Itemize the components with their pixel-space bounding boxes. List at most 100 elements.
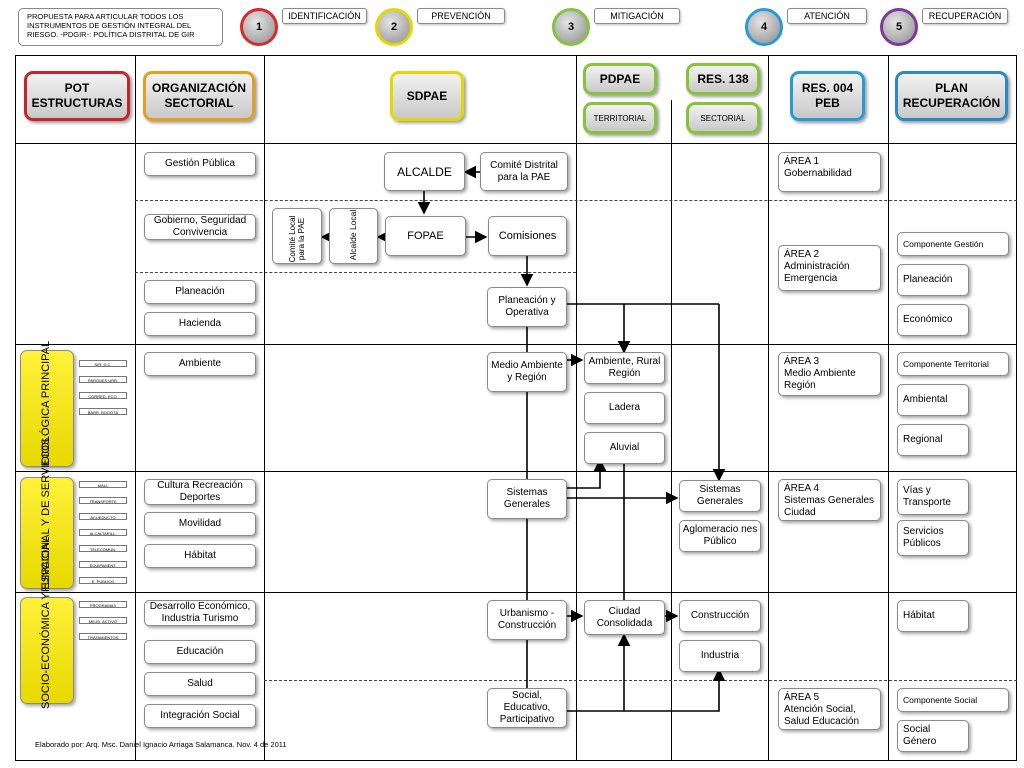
header-res004: RES. 004 PEB bbox=[790, 71, 865, 121]
plan-componente-gestion: Componente Gestión bbox=[897, 232, 1009, 256]
phase-1-circle: 1 bbox=[240, 8, 278, 46]
grid-frame bbox=[15, 55, 1017, 761]
org-item: Desarrollo Económico, Industria Turismo bbox=[144, 600, 256, 626]
sdpae-medio: Medio Ambiente y Región bbox=[487, 352, 567, 392]
header-plan: PLAN RECUPERACIÓN bbox=[895, 71, 1008, 121]
pot-ecologica bbox=[20, 350, 74, 467]
sdpae-comisiones: Comisiones bbox=[488, 216, 567, 256]
pot-mini-item: TRATAMIENTOS bbox=[79, 633, 127, 640]
phase-2-circle: 2 bbox=[375, 8, 413, 46]
pot-mini-item: ALCALTARILL. bbox=[79, 529, 127, 536]
header-pdpae: PDPAE bbox=[583, 63, 657, 95]
phase-2-tag: PREVENCIÓN bbox=[417, 8, 505, 24]
plan-economico: Económico bbox=[897, 304, 969, 336]
title-text: PROPUESTA PARA ARTICULAR TODOS LOS INSTR… bbox=[27, 12, 195, 39]
plan-componente-social: Componente Social bbox=[897, 688, 1009, 712]
sdpae-urbanismo: Urbanismo - Construcción bbox=[487, 600, 567, 640]
phase-3-circle: 3 bbox=[552, 8, 590, 46]
pot-socio bbox=[20, 597, 74, 704]
phase-5-tag: RECUPERACIÓN bbox=[922, 8, 1008, 24]
pot-mini-item: EQUIPAMENT. bbox=[79, 561, 127, 568]
plan-habitat: Hábitat bbox=[897, 600, 969, 632]
sdpae-comite-distrital: Comité Distrital para la PAE bbox=[480, 152, 568, 191]
org-item: Cultura Recreación Deportes bbox=[144, 479, 256, 505]
phase-4-tag: ATENCIÓN bbox=[787, 8, 867, 24]
org-item: Educación bbox=[144, 640, 256, 664]
footer-credit: Elaborado por: Arq. Msc. Daniel Ignacio … bbox=[35, 740, 287, 749]
dashed-sep bbox=[264, 680, 1017, 681]
pot-mini-item: PROGRAMAS bbox=[79, 601, 127, 608]
plan-servicios: Servicios Públicos bbox=[897, 520, 969, 556]
header-pot: POT ESTRUCTURAS bbox=[24, 71, 130, 121]
col-sep bbox=[264, 55, 265, 761]
sdpae-planeacion: Planeación y Operativa bbox=[487, 287, 567, 327]
phase-5-circle: 5 bbox=[880, 8, 918, 46]
row-sep bbox=[15, 471, 1017, 472]
pot-mini-item: MEJO. ACTIVO bbox=[79, 617, 127, 624]
row-sep bbox=[15, 592, 1017, 593]
org-item: Planeación bbox=[144, 280, 256, 304]
org-item: Gobierno, Seguridad Convivencia bbox=[144, 214, 256, 240]
res138-sistemas: Sistemas Generales bbox=[679, 480, 761, 512]
plan-regional: Regional bbox=[897, 424, 969, 456]
header-org: ORGANIZACIÓN SECTORIAL bbox=[143, 71, 255, 121]
sdpae-sistemas: Sistemas Generales bbox=[487, 479, 567, 519]
col-sep bbox=[888, 55, 889, 761]
pot-mini-item: TELECOMUN. bbox=[79, 545, 127, 552]
sdpae-fopae: FOPAE bbox=[385, 216, 466, 256]
header-sdpae: SDPAE bbox=[390, 71, 464, 121]
sdpae-alcalde: ALCALDE bbox=[384, 152, 465, 191]
col-sep bbox=[135, 55, 136, 761]
sdpae-comite-local-label: Comité Local para la PAE bbox=[288, 215, 306, 263]
pdpae-ciudad: Ciudad Consolidada bbox=[584, 600, 665, 635]
sdpae-comite-local bbox=[272, 208, 322, 264]
col-sep bbox=[768, 55, 769, 761]
pot-mini-item: SIR. D.C. bbox=[79, 360, 127, 367]
res138-aglomeraciones: Aglomeracio nes Público bbox=[679, 520, 761, 552]
phase-3-tag: MITIGACIÓN bbox=[594, 8, 680, 24]
sdpae-social: Social, Educativo, Participativo bbox=[487, 688, 567, 728]
title-box: PROPUESTA PARA ARTICULAR TODOS LOS INSTR… bbox=[18, 8, 223, 46]
col-sep bbox=[671, 100, 672, 761]
dashed-sep bbox=[135, 272, 576, 273]
org-item: Ambiente bbox=[144, 352, 256, 376]
pot-mini-item: MALL bbox=[79, 481, 127, 488]
pot-mini-item: TRANSPORTE bbox=[79, 497, 127, 504]
phase-1-tag: IDENTIFICACIÓN bbox=[282, 8, 367, 24]
pot-funcional bbox=[20, 477, 74, 589]
org-item: Hacienda bbox=[144, 312, 256, 336]
org-item: Integración Social bbox=[144, 704, 256, 728]
dashed-sep bbox=[135, 200, 1017, 201]
header-pdpae-sub: TERRITORIAL bbox=[583, 102, 657, 134]
row-sep bbox=[15, 344, 1017, 345]
col-sep bbox=[576, 55, 577, 761]
plan-componente-territorial: Componente Territorial bbox=[897, 352, 1009, 376]
res138-industria: Industria bbox=[679, 640, 761, 672]
org-item: Salud bbox=[144, 672, 256, 696]
sdpae-alcalde-local bbox=[329, 208, 378, 264]
org-item: Gestión Pública bbox=[144, 152, 256, 176]
phase-4-circle: 4 bbox=[745, 8, 783, 46]
org-item: Hábitat bbox=[144, 544, 256, 568]
org-item: Movilidad bbox=[144, 512, 256, 536]
pot-mini-item: E. PÚBLICO bbox=[79, 577, 127, 584]
header-res138: RES. 138 bbox=[686, 63, 760, 95]
sdpae-alcalde-local-label: Alcalde Local bbox=[348, 209, 358, 261]
plan-ambiental: Ambiental bbox=[897, 384, 969, 416]
pot-mini-item: ACUEDUCTO bbox=[79, 513, 127, 520]
pdpae-ladera: Ladera bbox=[584, 392, 665, 424]
plan-social-genero: Social Género bbox=[897, 720, 969, 752]
plan-vias: Vías y Transporte bbox=[897, 479, 969, 515]
row-sep bbox=[15, 143, 1017, 144]
pdpae-ambiente: Ambiente, Rural Región bbox=[584, 352, 665, 384]
res138-construccion: Construcción bbox=[679, 600, 761, 632]
pot-mini-item: CORRED. ECO. bbox=[79, 392, 127, 399]
pot-mini-item: PARQUES URB. bbox=[79, 376, 127, 383]
pot-mini-item: BARR. BOGOTÁ bbox=[79, 408, 127, 415]
